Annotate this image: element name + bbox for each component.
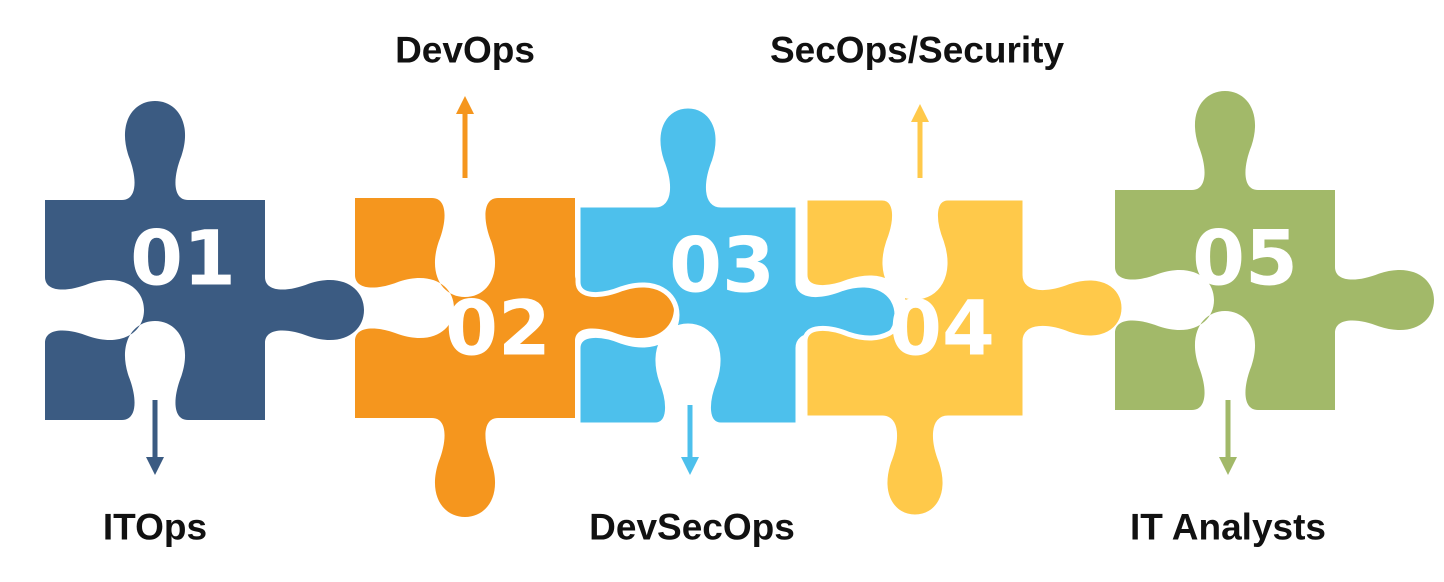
arrow-down-icon — [146, 400, 164, 475]
step-label: DevOps — [395, 30, 535, 71]
step-label: IT Analysts — [1130, 507, 1326, 548]
arrow-down-icon — [1219, 400, 1237, 475]
step-number: 05 — [1192, 214, 1298, 303]
puzzle-piece-03 — [575, 103, 900, 428]
step-label: DevSecOps — [589, 507, 795, 548]
puzzle-piece-04 — [802, 195, 1127, 520]
arrow-up-icon — [456, 96, 474, 178]
arrow-down-icon — [681, 405, 699, 475]
step-number: 01 — [130, 214, 236, 303]
step-label: SecOps/Security — [770, 30, 1065, 71]
step-number: 02 — [445, 284, 551, 373]
step-label: ITOps — [103, 507, 207, 548]
puzzle-piece-02 — [355, 198, 674, 517]
step-number: 03 — [669, 221, 775, 310]
step-number: 04 — [889, 284, 995, 373]
puzzle-piece-05 — [1115, 91, 1434, 410]
puzzle-piece-01 — [45, 101, 364, 420]
arrow-up-icon — [911, 104, 929, 178]
